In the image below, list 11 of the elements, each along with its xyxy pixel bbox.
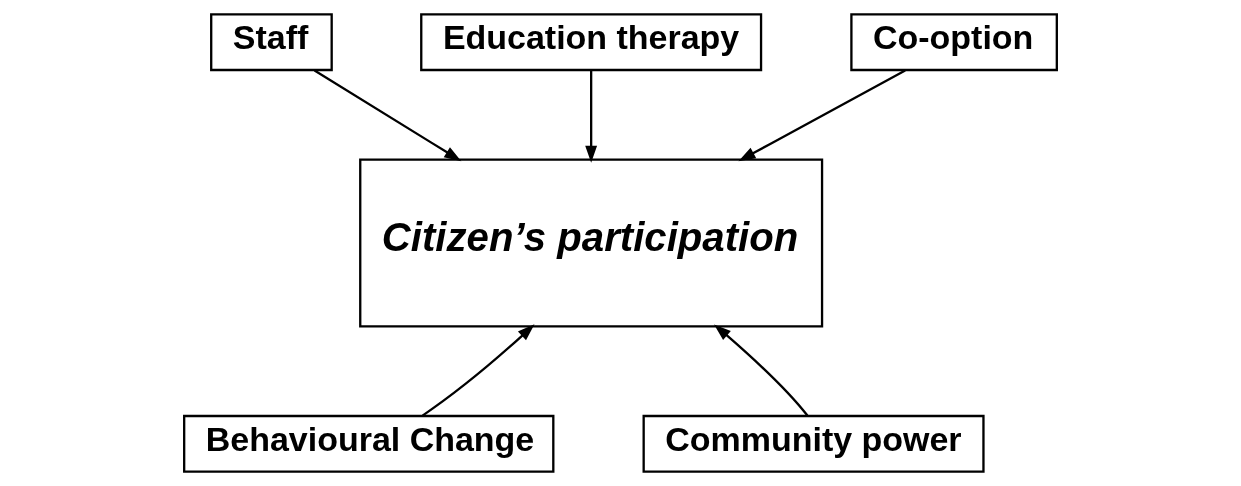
arrow (714, 324, 809, 417)
node-box: Behavioural Change (183, 414, 555, 473)
node-box: Community power (642, 414, 985, 473)
arrow (585, 70, 598, 163)
arrow (313, 69, 462, 162)
arrow (738, 69, 906, 162)
node-box: Citizen’s participation (359, 158, 824, 328)
node-box: Co-option (850, 13, 1058, 72)
node-box: Education therapy (420, 13, 763, 72)
arrow (421, 324, 535, 417)
node-box: Staff (210, 13, 333, 72)
